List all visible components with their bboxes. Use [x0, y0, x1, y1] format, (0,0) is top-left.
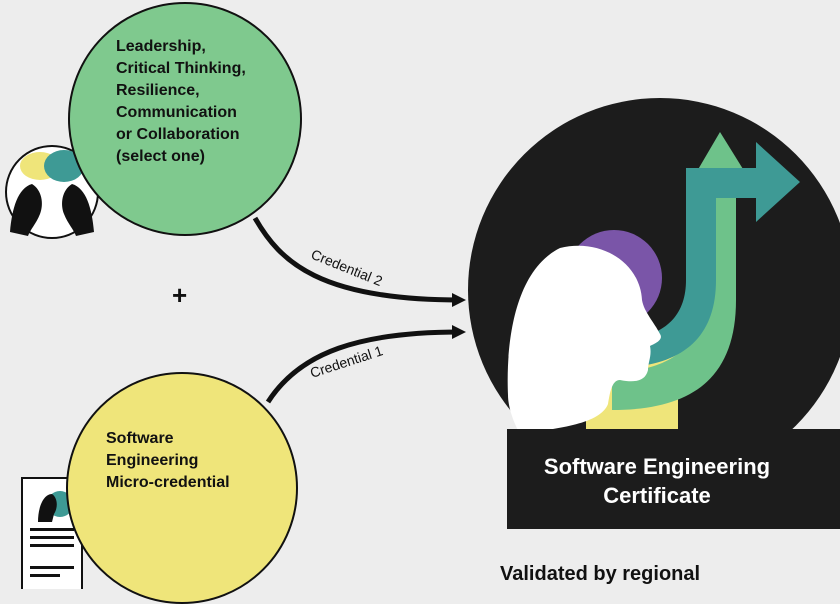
skills-circle	[68, 2, 302, 236]
certificate-banner	[507, 429, 840, 529]
teal-arrow	[612, 142, 800, 368]
credential-2-connector	[252, 216, 461, 303]
green-arrow	[612, 132, 756, 410]
validation-text: Validated by regional	[500, 563, 701, 585]
credential-1-arrowhead	[452, 325, 466, 339]
plus-sign: +	[172, 280, 188, 310]
credential-2-arrowhead	[452, 293, 466, 307]
communication-icon	[5, 145, 99, 239]
head-silhouette	[507, 245, 661, 434]
credential-1-connector	[265, 329, 461, 404]
skills-circle-text: Leadership, Critical Thinking, Resilienc…	[116, 38, 246, 165]
certificate-graphic: Credential 2 Credential 1	[5, 98, 840, 589]
certificate-title: Software Engineering Certificate	[543, 454, 771, 508]
credential-2-label: Credential 2	[309, 246, 385, 289]
micro-credential-text: Software Engineering Micro-credential	[106, 430, 230, 491]
